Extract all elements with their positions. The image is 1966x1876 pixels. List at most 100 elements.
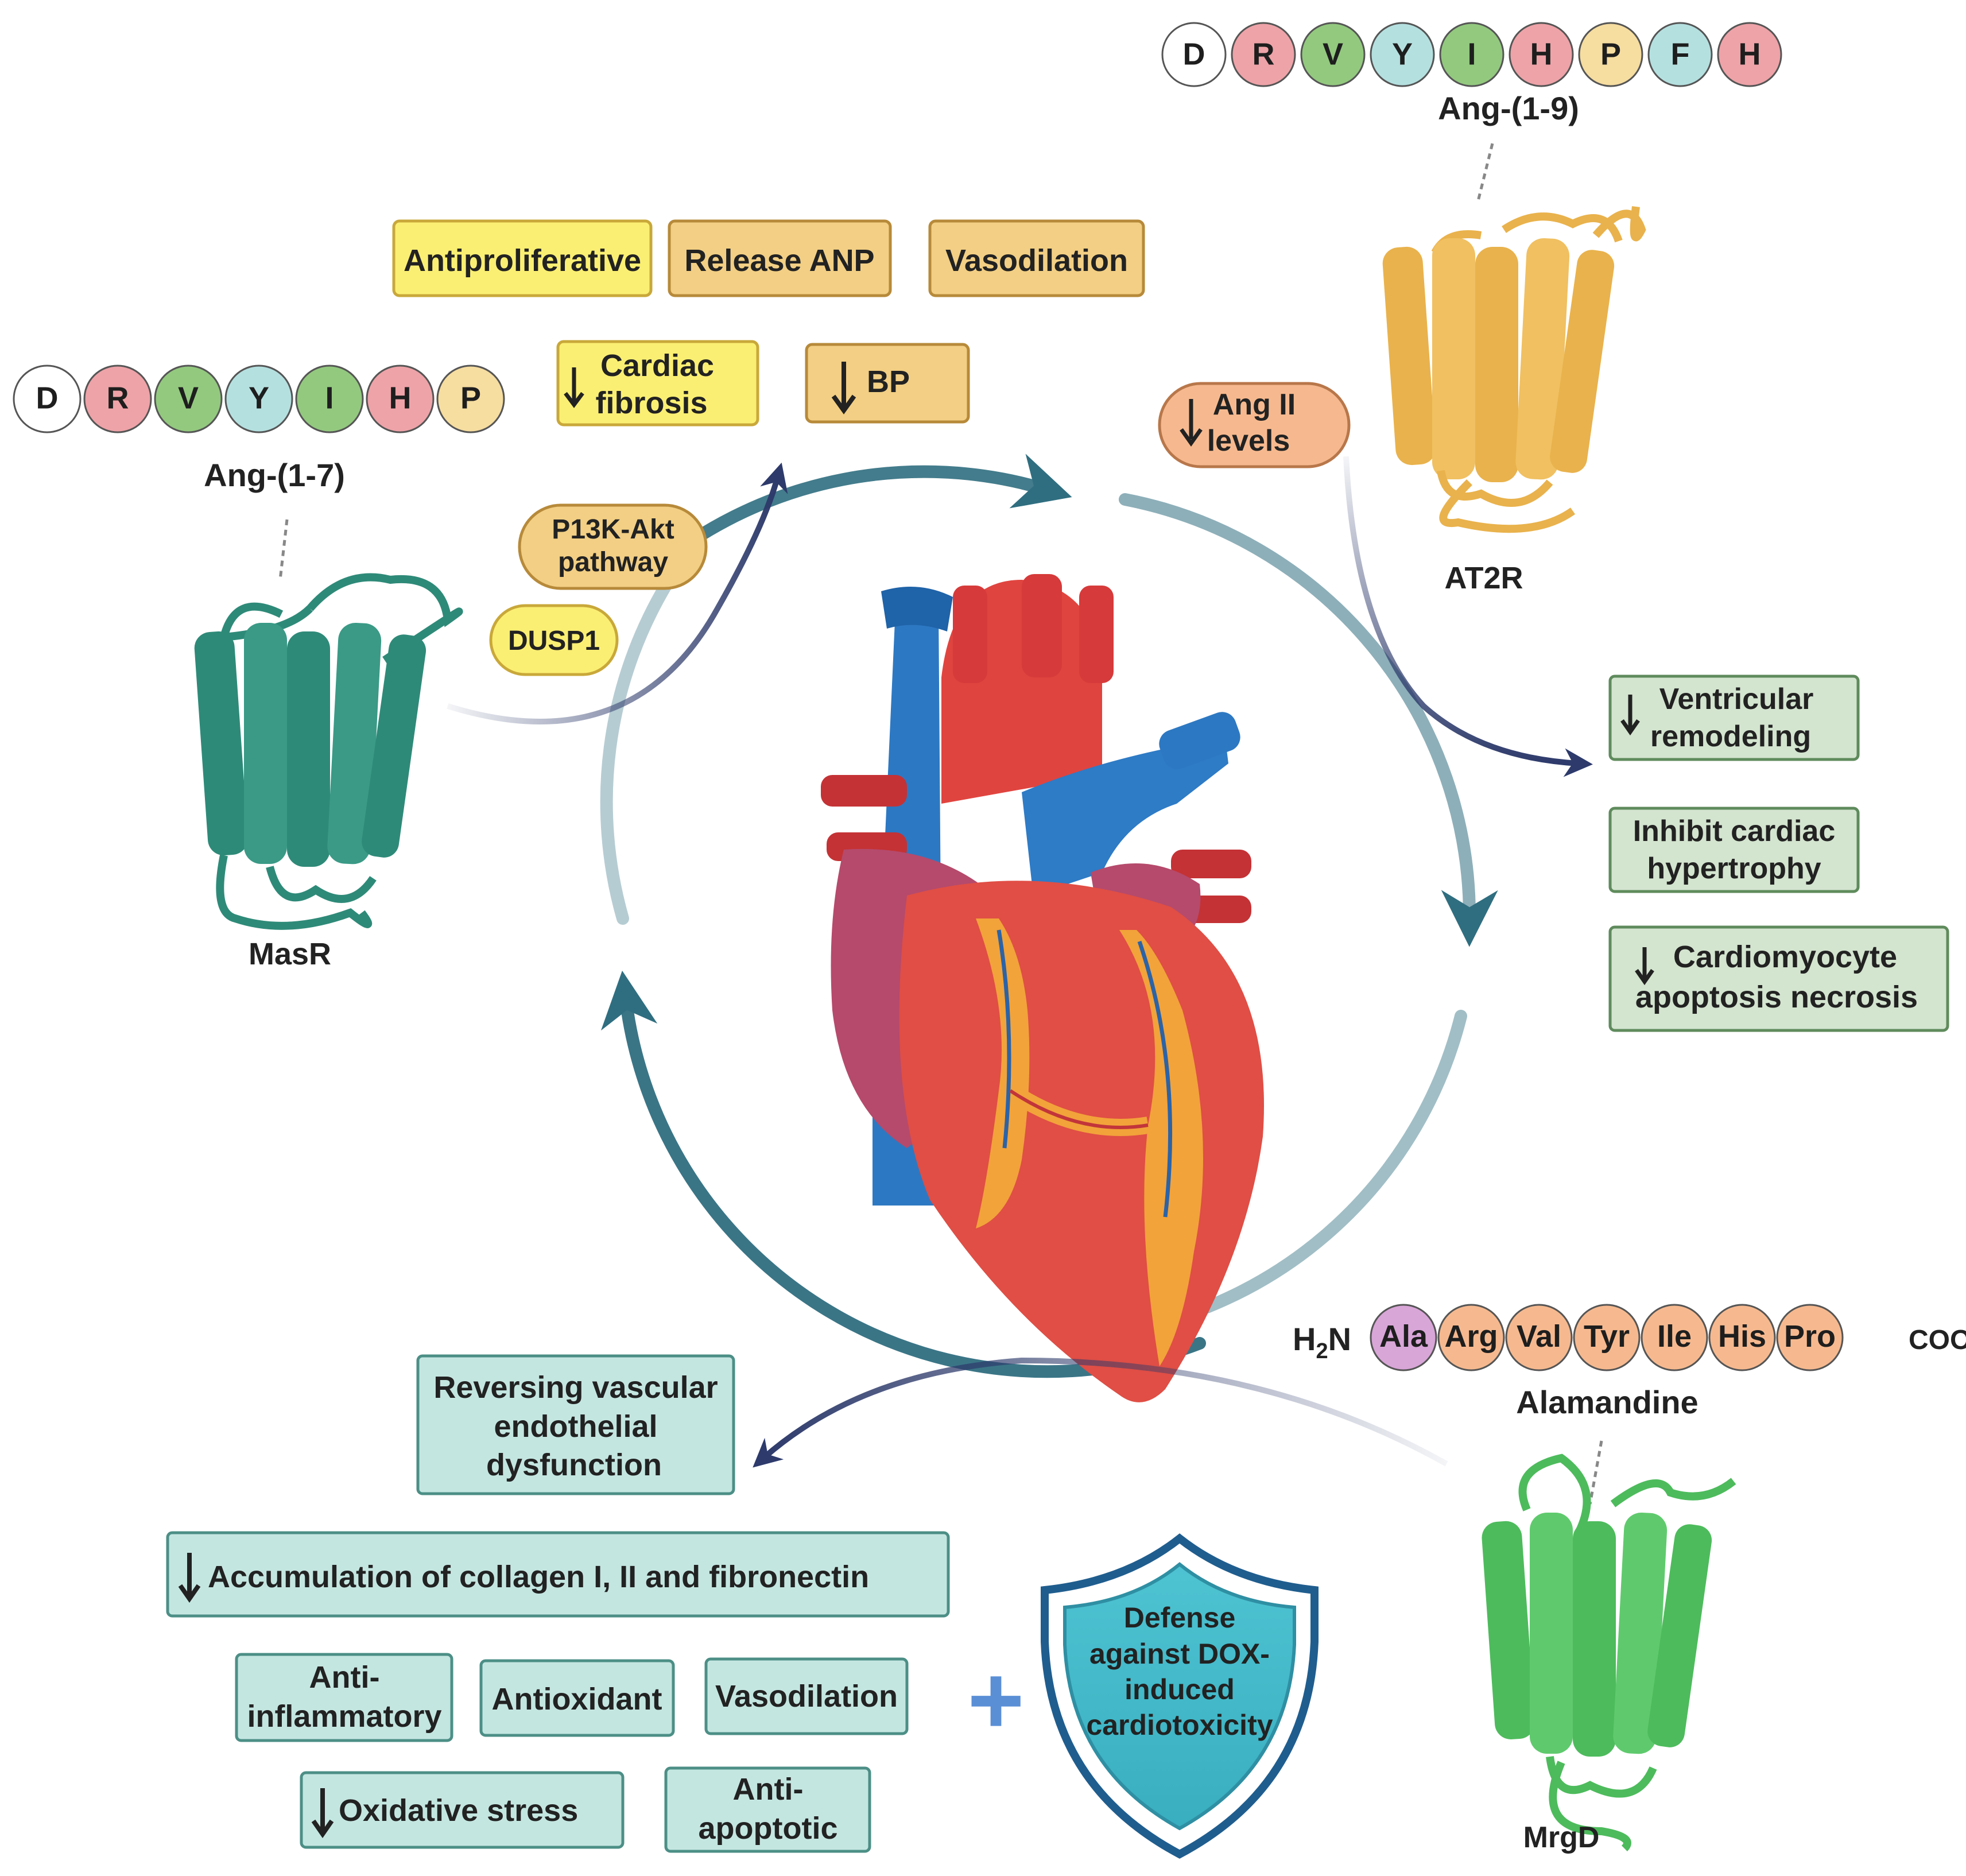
svg-text:Antiproliferative: Antiproliferative (404, 243, 641, 278)
masr-receptor-icon (194, 573, 463, 930)
residue-circle (1437, 1304, 1505, 1371)
svg-text:induced: induced (1124, 1673, 1235, 1706)
masr-label: MasR (249, 937, 331, 971)
residue-label: D (1183, 37, 1205, 71)
svg-text:Vasodilation: Vasodilation (715, 1679, 898, 1714)
residue-circle (1641, 1304, 1708, 1371)
svg-text:Anti-: Anti- (309, 1660, 380, 1695)
cycle-arc-right (1119, 493, 1498, 947)
residue-label: Ala (1379, 1319, 1428, 1354)
svg-text:BP: BP (867, 365, 910, 399)
residue-label: I (1467, 37, 1476, 71)
effect-antiproliferative: Antiproliferative (392, 219, 653, 297)
svg-text:Oxidative stress: Oxidative stress (339, 1793, 578, 1828)
effect-bp: BP (805, 343, 970, 424)
mrgd-label: MrgD (1523, 1821, 1600, 1854)
residue-circle (1708, 1304, 1776, 1371)
residue-circle (1647, 22, 1713, 87)
residue-circle (1776, 1304, 1844, 1371)
residue-circle (366, 365, 435, 433)
down-arrow-icon (178, 1553, 201, 1603)
down-arrow-icon (1180, 399, 1203, 447)
residue-circle (1717, 22, 1782, 87)
residue-circle (1370, 1304, 1437, 1371)
residue-label: F (1671, 37, 1690, 71)
effect-ventricular-remodeling: Ventricular remodeling (1608, 675, 1860, 761)
ang19-label: Ang-(1-9) (1438, 90, 1579, 126)
svg-text:Defense: Defense (1124, 1602, 1236, 1634)
svg-text:inflammatory: inflammatory (247, 1699, 441, 1734)
svg-text:Reversing vascular: Reversing vascular (433, 1370, 718, 1405)
svg-text:dysfunction: dysfunction (486, 1448, 662, 1482)
residue-label: Tyr (1584, 1319, 1630, 1354)
svg-text:Cardiomyocyte: Cardiomyocyte (1673, 940, 1897, 974)
svg-text:fibrosis: fibrosis (595, 386, 707, 420)
effect-reversing-endothelial-dysfunction: Reversing vascular endothelial dysfuncti… (416, 1354, 735, 1495)
residue-circle (295, 365, 364, 433)
residue-label: I (325, 381, 334, 416)
svg-text:Inhibit cardiac: Inhibit cardiac (1633, 815, 1836, 848)
residue-label: H (389, 381, 412, 416)
svg-text:DUSP1: DUSP1 (508, 626, 600, 656)
svg-text:Vasodilation: Vasodilation (945, 243, 1128, 278)
shield-icon: Defense against DOX- induced cardiotoxic… (1041, 1533, 1319, 1859)
down-arrow-icon (1635, 947, 1654, 986)
residue-circle (436, 365, 505, 433)
effect-cardiomyocyte-apoptosis: Cardiomyocyte apoptosis necrosis (1608, 925, 1949, 1032)
svg-text:cardiotoxicity: cardiotoxicity (1086, 1709, 1273, 1741)
svg-text:Cardiac: Cardiac (600, 348, 714, 383)
down-arrow-icon (1620, 695, 1640, 736)
residue-circle (1300, 22, 1366, 87)
alamandine-c-terminus: COOH (1909, 1325, 1966, 1355)
residue-label: Y (1392, 37, 1413, 71)
svg-text:P13K-Akt: P13K-Akt (552, 514, 674, 545)
svg-text:pathway: pathway (558, 547, 668, 577)
residue-circle (1370, 22, 1435, 87)
effect-oxidative-stress: Oxidative stress (300, 1771, 625, 1849)
at2r-receptor-icon (1382, 206, 1646, 533)
effect-cardiac-fibrosis: Cardiac fibrosis (556, 340, 759, 427)
svg-text:Ang II: Ang II (1213, 388, 1296, 421)
ang19-binding-dash (1476, 143, 1494, 201)
residue-circle (13, 365, 82, 433)
pathway-dusp1: DUSP1 (489, 604, 619, 676)
cycle-arrows (600, 454, 1498, 1378)
effect-antioxidant: Antioxidant (479, 1659, 675, 1737)
pathway-p13k-akt: P13K-Akt pathway (518, 503, 708, 590)
residue-label: H (1739, 37, 1761, 71)
cycle-arc-top (654, 454, 1072, 570)
at2r-effects-arrow (1343, 456, 1593, 777)
down-arrow-icon (564, 367, 584, 408)
residue-label: D (36, 381, 59, 416)
svg-text:against DOX-: against DOX- (1089, 1638, 1270, 1670)
plus-sign: + (967, 1646, 1024, 1755)
svg-text:levels: levels (1207, 424, 1290, 458)
effect-vasodilation-masr: Vasodilation (928, 219, 1145, 297)
residue-label: His (1718, 1319, 1766, 1354)
alamandine-label: Alamandine (1516, 1384, 1698, 1420)
cycle-arc-left (600, 579, 672, 925)
svg-text:Antioxidant: Antioxidant (492, 1682, 662, 1716)
alamandine-binding-dash (1588, 1440, 1603, 1505)
svg-text:apoptotic: apoptotic (699, 1811, 838, 1846)
heart-icon (821, 574, 1264, 1402)
residue-label: V (178, 381, 199, 416)
svg-text:remodeling: remodeling (1650, 720, 1811, 753)
residue-circle (83, 365, 152, 433)
svg-text:endothelial: endothelial (494, 1409, 657, 1444)
residue-circle (1509, 22, 1574, 87)
residue-circle (1578, 22, 1643, 87)
residue-label: Pro (1784, 1319, 1836, 1354)
effect-anti-inflammatory: Anti- inflammatory (235, 1653, 453, 1742)
effect-inhibit-cardiac-hypertrophy: Inhibit cardiac hypertrophy (1608, 807, 1860, 893)
down-arrow-icon (311, 1788, 334, 1839)
residue-circle (154, 365, 223, 433)
effect-ang-ii-levels: Ang II levels (1158, 382, 1351, 468)
residue-label: P (1600, 37, 1621, 71)
svg-text:apoptosis necrosis: apoptosis necrosis (1635, 980, 1918, 1014)
ang17-binding-dash (278, 519, 289, 580)
residue-label: R (107, 381, 129, 416)
